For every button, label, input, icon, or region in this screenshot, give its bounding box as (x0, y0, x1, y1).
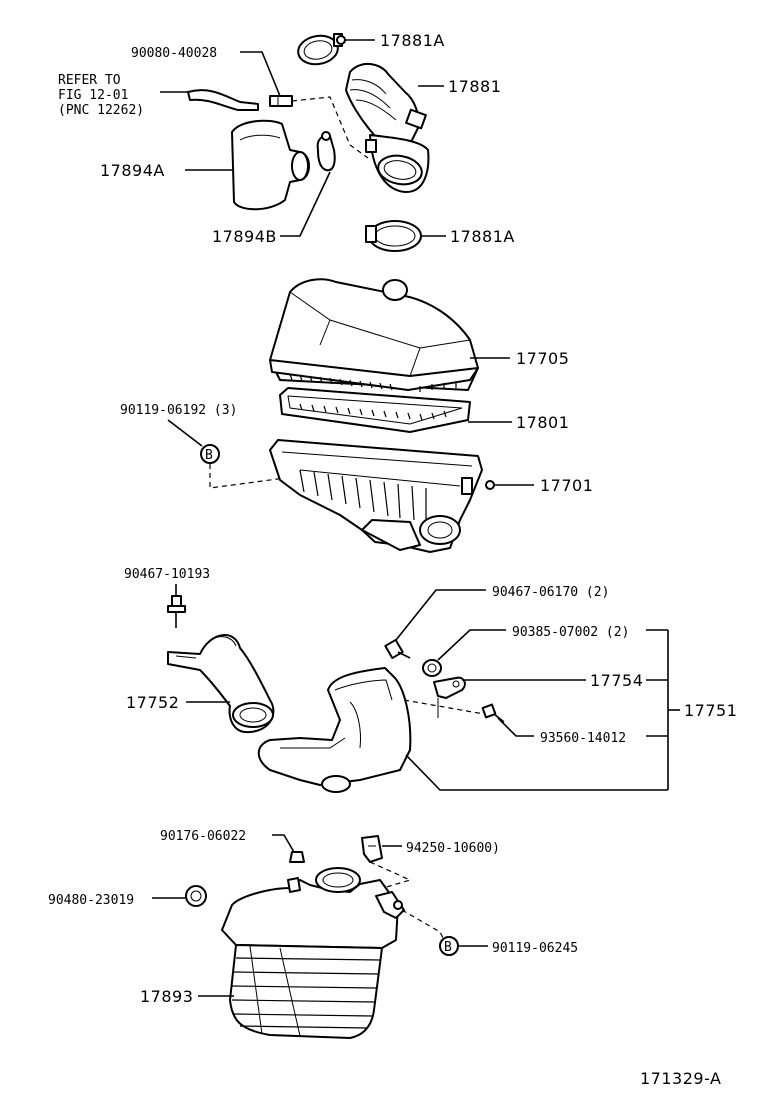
bolt-90467-06170[interactable] (384, 638, 411, 660)
leader-17751-duct (405, 754, 668, 791)
inlet-duct-17752[interactable] (167, 634, 275, 734)
nut-90176-06022[interactable] (289, 851, 305, 863)
resonator-17893[interactable] (221, 867, 405, 1039)
screw-93560-14012[interactable] (481, 703, 505, 723)
connector-90080-40028[interactable] (269, 95, 293, 107)
callout-17752: 17752 (126, 693, 179, 712)
callout-17705: 17705 (516, 349, 569, 368)
grommet-90480-23019[interactable] (185, 885, 207, 907)
leader-90176 (272, 834, 295, 853)
leader-90467-06170 (395, 589, 486, 641)
clamp-17894b[interactable] (316, 131, 336, 172)
clamp-17881a-bottom[interactable] (365, 220, 422, 252)
callout-90467-10193: 90467-10193 (124, 567, 210, 582)
refer-hose (187, 89, 259, 111)
leader-90385 (437, 629, 506, 661)
grommet-90385-07002[interactable] (422, 659, 442, 677)
intake-hose-17881[interactable] (345, 63, 430, 194)
marker-b-top (200, 444, 220, 464)
air-cleaner-case-17701[interactable] (269, 439, 495, 553)
callout-17881a-bottom: 17881A (450, 227, 515, 246)
bracket-17754[interactable] (433, 676, 466, 699)
clamp-17881a-top[interactable] (296, 33, 346, 68)
refer-line-1: REFER TO (58, 73, 121, 88)
dash-93560 (403, 699, 485, 715)
figure-id: 171329-A (640, 1069, 721, 1088)
callout-93560: 93560-14012 (540, 731, 626, 746)
callout-90119-06245: 90119-06245 (492, 941, 578, 956)
dash-90080 (291, 96, 369, 159)
callout-17894a: 17894A (100, 161, 165, 180)
dash-b-top (209, 464, 301, 489)
callout-17881: 17881 (448, 77, 501, 96)
leader-90119-06192 (167, 419, 203, 447)
callout-17801: 17801 (516, 413, 569, 432)
callout-90176: 90176-06022 (160, 829, 246, 844)
leader-17894b (280, 171, 331, 237)
callout-17893: 17893 (140, 987, 193, 1006)
clip-90467-10193[interactable] (167, 595, 186, 628)
air-cleaner-cap-17705[interactable] (269, 278, 479, 392)
callout-17894b: 17894B (212, 227, 277, 246)
refer-line-3: (PNC 12262) (58, 103, 144, 118)
marker-b-bottom-label: B (444, 940, 452, 955)
callout-90080: 90080-40028 (131, 46, 217, 61)
dash-b-bottom (401, 909, 447, 945)
resonator-17894a[interactable] (231, 119, 310, 211)
leader-93560 (497, 717, 534, 737)
callout-90480: 90480-23019 (48, 893, 134, 908)
leader-90080 (240, 51, 281, 97)
callout-17701: 17701 (540, 476, 593, 495)
marker-b-top-label: B (205, 448, 213, 463)
filter-element-17801[interactable] (279, 387, 471, 433)
callout-94250: 94250-10600) (406, 841, 500, 856)
callout-17754: 17754 (590, 671, 643, 690)
callout-17751: 17751 (684, 701, 737, 720)
refer-line-2: FIG 12-01 (58, 88, 128, 103)
callout-17881a-top: 17881A (380, 31, 445, 50)
callout-90385: 90385-07002 (2) (512, 625, 629, 640)
callout-90119-06192: 90119-06192 (3) (120, 403, 237, 418)
callout-90467-06170: 90467-06170 (2) (492, 585, 609, 600)
intake-duct-17751[interactable] (257, 667, 412, 793)
bracket-17751 (646, 629, 680, 790)
clip-94250-10600[interactable] (361, 835, 383, 863)
